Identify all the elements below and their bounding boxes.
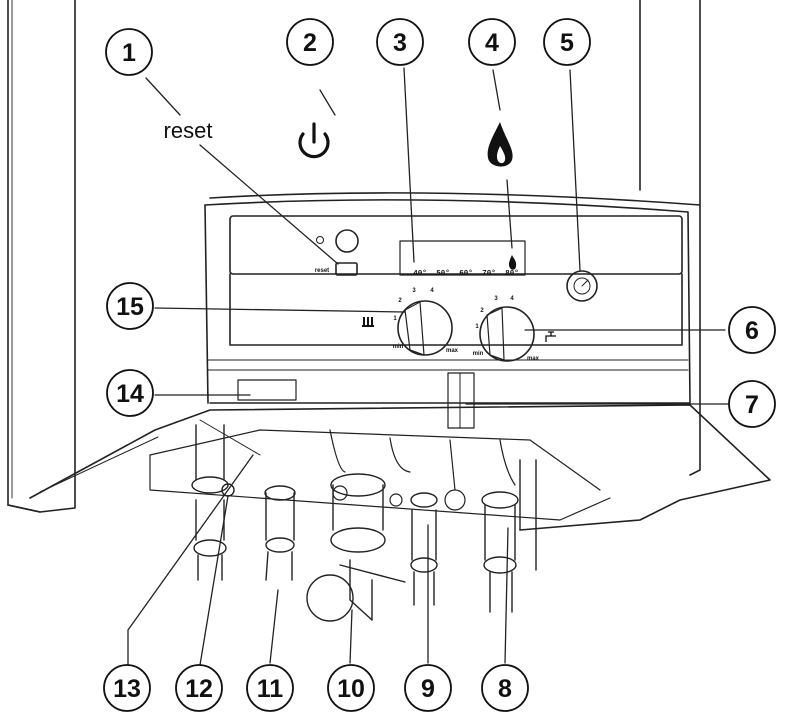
- power-icon: [298, 122, 330, 159]
- flame-icon: [487, 122, 513, 167]
- callout-2: [286, 18, 334, 66]
- callout-3-number: 3: [393, 29, 407, 57]
- callout-9: [404, 664, 452, 712]
- callout-6: [728, 306, 776, 354]
- callout-12-number: 12: [185, 675, 213, 703]
- callout-4-number: 4: [485, 29, 499, 57]
- callout-1-number: 1: [122, 39, 136, 67]
- hot-water-knob: [479, 306, 535, 362]
- small-flame-icon: [508, 255, 517, 270]
- callout-4: [468, 18, 516, 66]
- callout-5: [543, 18, 591, 66]
- callout-15: [106, 282, 154, 330]
- heating-knob: [397, 300, 453, 356]
- service-flap: [447, 372, 475, 429]
- valve-8: [481, 459, 537, 613]
- boiler-casing-right: [639, 0, 701, 476]
- valve-10: [306, 473, 406, 622]
- control-panel: [229, 215, 683, 275]
- knob-left-2: 2: [398, 298, 402, 304]
- temperature-display: [399, 240, 526, 276]
- callout-7: [728, 380, 776, 428]
- callout-11: [246, 664, 294, 712]
- knob-right-max: max: [527, 356, 540, 362]
- callout-8: [481, 664, 529, 712]
- knob-right-4: 4: [510, 296, 514, 302]
- callout-7-number: 7: [745, 391, 759, 419]
- callout-6-number: 6: [745, 317, 759, 345]
- callout-14-number: 14: [116, 380, 144, 408]
- callout-3: [376, 18, 424, 66]
- valve-13: [191, 424, 229, 581]
- knob-left-max: max: [446, 348, 459, 354]
- callout-13-number: 13: [113, 675, 141, 703]
- callout-14: [106, 369, 154, 417]
- temp-mark-5: 80°: [505, 269, 519, 278]
- callout-13: [103, 664, 151, 712]
- power-button: [335, 229, 359, 253]
- temp-mark-2: 50°: [436, 269, 450, 278]
- knob-left-3: 3: [412, 288, 416, 294]
- temp-mark-3: 60°: [459, 269, 473, 278]
- knob-left-1: 1: [393, 316, 397, 322]
- pressure-gauge: [566, 270, 598, 302]
- reset-button: [335, 262, 358, 276]
- valve-9: [410, 492, 438, 606]
- callout-circles: [103, 18, 776, 712]
- callout-10-number: 10: [337, 675, 365, 703]
- callout-8-number: 8: [498, 675, 512, 703]
- callout-2-number: 2: [303, 29, 317, 57]
- radiator-icon: [362, 317, 374, 327]
- callout-5-number: 5: [560, 29, 574, 57]
- callout-10: [327, 664, 375, 712]
- callout-11-number: 11: [257, 675, 284, 703]
- knob-right-2: 2: [480, 308, 484, 314]
- callout-15-number: 15: [116, 293, 144, 321]
- knob-right-min: min: [473, 351, 484, 357]
- bottom-tray: [29, 404, 771, 531]
- label-plate: [237, 379, 297, 401]
- knob-left-min: min: [393, 344, 404, 350]
- valve-11: [264, 485, 296, 581]
- leader-lines: [127, 67, 729, 666]
- tap-icon: [545, 331, 556, 342]
- callout-1: [105, 28, 153, 76]
- callout-9-number: 9: [421, 675, 435, 703]
- temp-mark-4: 70°: [482, 269, 496, 278]
- knob-right-3: 3: [494, 296, 498, 302]
- callout-12: [175, 664, 223, 712]
- reset-label: reset: [164, 118, 213, 143]
- panel-bezel: [209, 192, 701, 206]
- boiler-casing: [7, 0, 76, 513]
- reset-small-label: reset: [315, 268, 329, 274]
- knob-left-4: 4: [430, 288, 434, 294]
- temp-mark-1: 40°: [413, 269, 427, 278]
- knob-right-1: 1: [475, 324, 479, 330]
